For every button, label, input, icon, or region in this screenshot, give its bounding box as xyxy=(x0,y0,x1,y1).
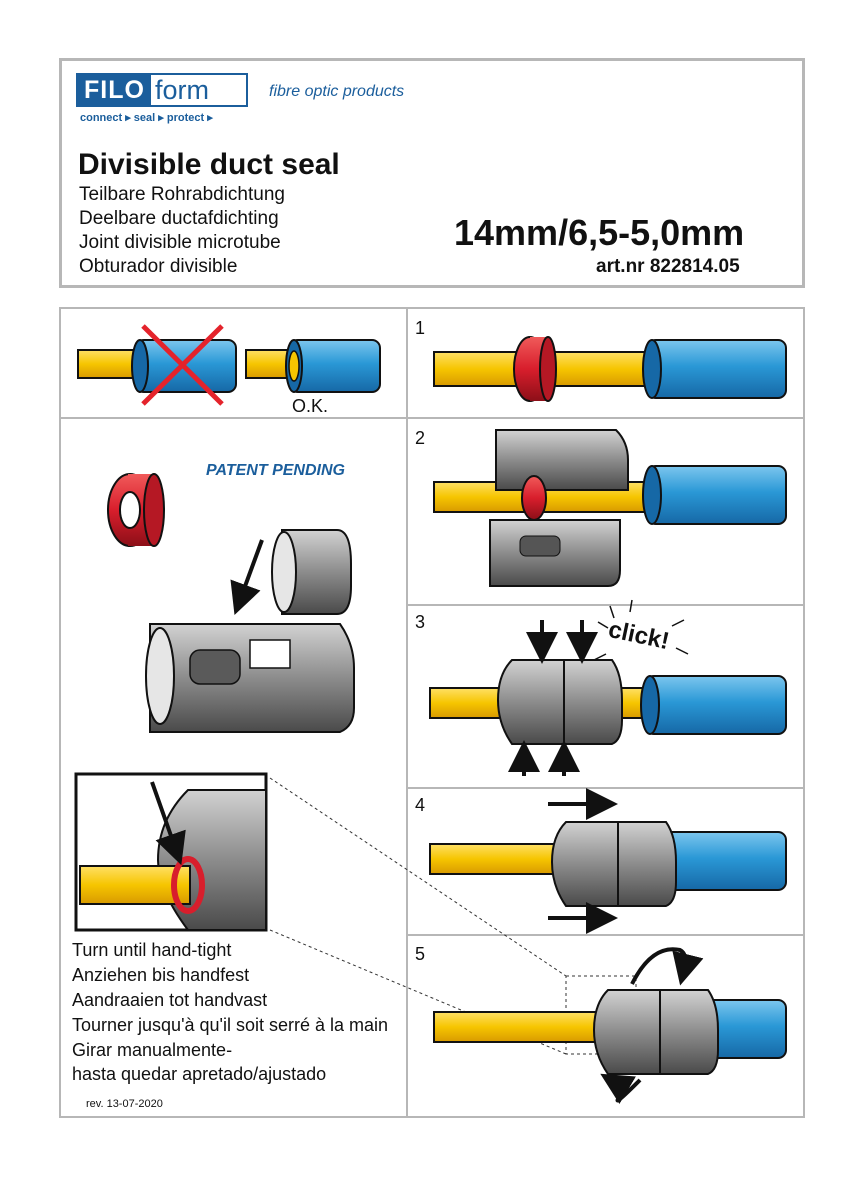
step-3-image xyxy=(429,599,787,776)
step-4-image xyxy=(429,788,787,934)
step-5-number: 5 xyxy=(415,944,426,964)
instruction-nl: Aandraaien tot handvast xyxy=(72,990,268,1010)
filoform-logo: FILO form xyxy=(76,73,248,107)
logo-part1: FILO xyxy=(78,75,151,105)
header-subtitle: fibre optic products xyxy=(269,83,405,100)
step-3-number: 3 xyxy=(415,612,426,632)
revision-date: rev. 13-07-2020 xyxy=(86,1098,163,1110)
translation-nl: Deelbare ductafdichting xyxy=(79,208,279,229)
translation-es: Obturador divisible xyxy=(79,256,238,277)
step-1-image xyxy=(433,336,787,402)
overview-panel xyxy=(59,417,408,1118)
patent-pending-label: PATENT PENDING xyxy=(206,462,345,479)
header-box xyxy=(59,58,805,288)
instruction-en: Turn until hand-tight xyxy=(72,940,232,960)
red-seal-ring-image xyxy=(107,473,165,547)
logo-tagline: connect ▸ seal ▸ protect ▸ xyxy=(80,112,213,124)
wrong-installation-image xyxy=(77,324,237,406)
instruction-es-1: Girar manualmente- xyxy=(72,1040,233,1060)
step-2-number: 2 xyxy=(415,428,426,448)
step-4-number: 4 xyxy=(415,795,426,815)
product-size: 14mm/6,5-5,0mm xyxy=(454,212,745,253)
logo-part2: form xyxy=(154,75,209,105)
article-number: art.nr 822814.05 xyxy=(596,256,740,277)
correct-installation-image xyxy=(245,339,381,393)
seal-housing-exploded-image xyxy=(145,529,355,733)
instruction-fr: Tourner jusqu'à qu'il soit serré à la ma… xyxy=(72,1015,389,1035)
instruction-es-2: hasta quedar apretado/ajustado xyxy=(72,1064,327,1084)
step-2-image xyxy=(433,429,787,587)
page-title: Divisible duct seal xyxy=(78,148,340,181)
detail-zoom-image xyxy=(74,772,637,1055)
step-1-number: 1 xyxy=(415,318,426,338)
step-5-image xyxy=(433,947,787,1104)
translation-fr: Joint divisible microtube xyxy=(79,232,281,253)
instruction-de: Anziehen bis handfest xyxy=(72,965,250,985)
translation-de: Teilbare Rohrabdichtung xyxy=(79,184,285,205)
ok-label: O.K. xyxy=(292,396,329,416)
